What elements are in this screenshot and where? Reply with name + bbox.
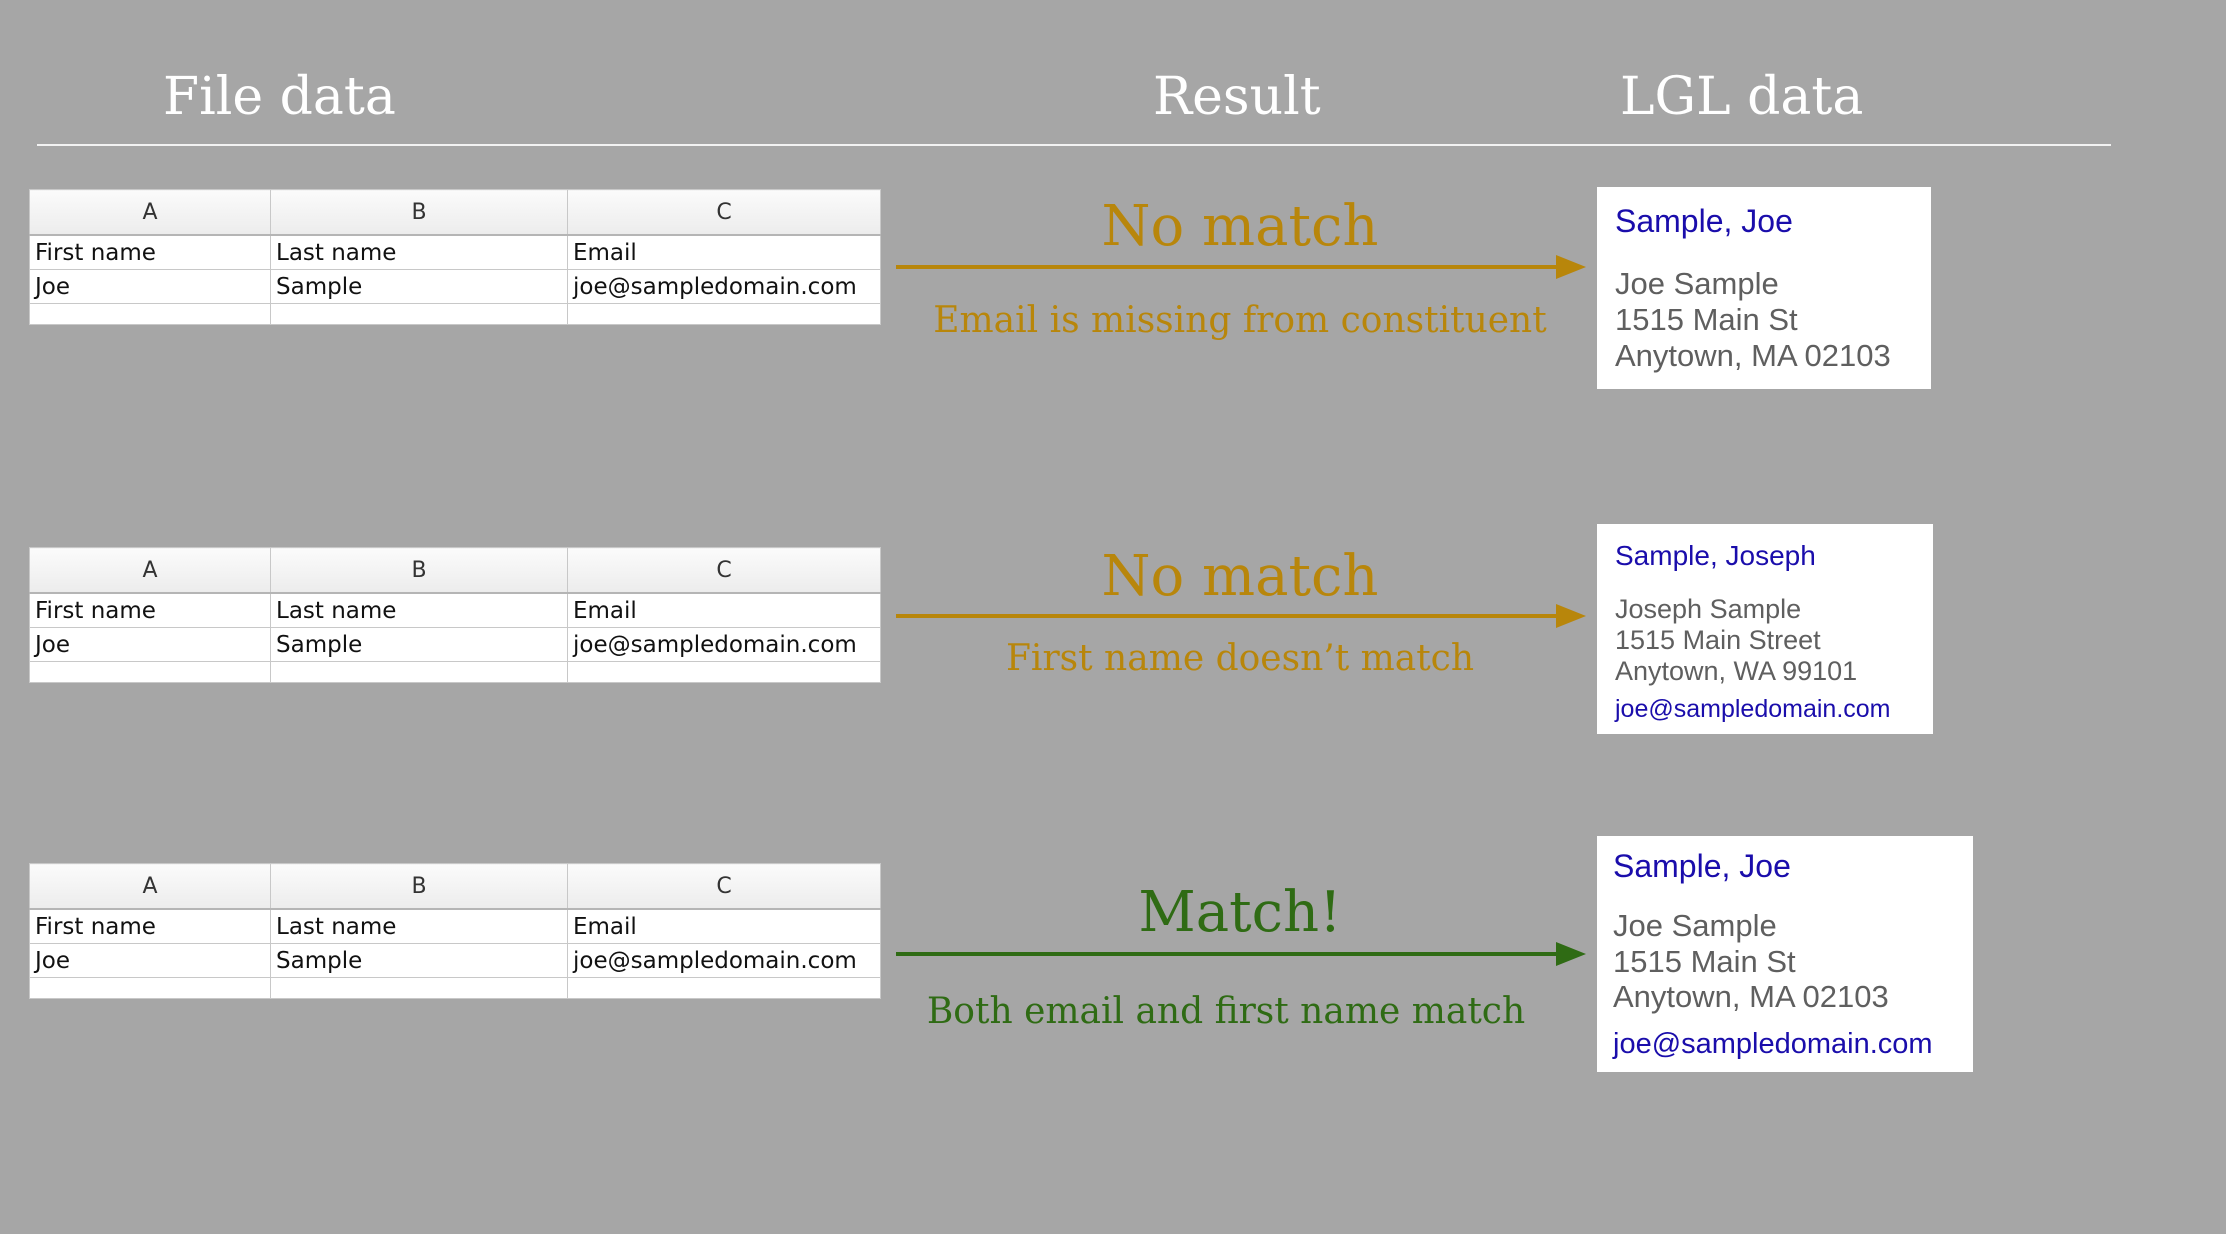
- constituent-full-name: Joseph Sample: [1615, 594, 1802, 624]
- file-data-heading: File data: [163, 67, 396, 127]
- constituent-city: Anytown, MA 02103: [1613, 979, 1889, 1014]
- constituent-full-name: Joe Sample: [1613, 908, 1777, 943]
- cell[interactable]: Sample: [270, 269, 568, 304]
- cell[interactable]: [270, 977, 568, 999]
- spreadsheet-3: A B C First name Last name Email Joe Sam…: [29, 863, 881, 999]
- table-row: Joe Sample joe@sampledomain.com: [29, 627, 881, 662]
- arrow-1: [896, 255, 1586, 279]
- column-header-b[interactable]: B: [270, 547, 568, 594]
- table-row: Joe Sample joe@sampledomain.com: [29, 269, 881, 304]
- cell[interactable]: [567, 303, 881, 325]
- result-note-1: Email is missing from constituent: [933, 300, 1547, 341]
- table-row: First name Last name Email: [29, 592, 881, 628]
- arrow-3: [896, 942, 1586, 966]
- result-title-2: No match: [1101, 544, 1379, 609]
- cell[interactable]: Last name: [270, 908, 568, 944]
- lgl-data-heading: LGL data: [1620, 67, 1864, 127]
- column-header-c[interactable]: C: [567, 189, 881, 236]
- column-header-a[interactable]: A: [29, 547, 271, 594]
- table-row-empty: [29, 661, 881, 683]
- arrow-2: [896, 604, 1586, 628]
- cell[interactable]: Joe: [29, 627, 271, 662]
- cell[interactable]: joe@sampledomain.com: [567, 627, 881, 662]
- cell[interactable]: [29, 661, 271, 683]
- cell[interactable]: [567, 977, 881, 999]
- table-row-empty: [29, 303, 881, 325]
- result-title-1: No match: [1101, 194, 1379, 259]
- column-header-row: A B C: [29, 863, 881, 910]
- cell[interactable]: [270, 303, 568, 325]
- result-title-3: Match!: [1138, 880, 1342, 945]
- cell[interactable]: Joe: [29, 269, 271, 304]
- cell[interactable]: First name: [29, 234, 271, 270]
- constituent-name-link[interactable]: Sample, Joe: [1615, 203, 1793, 239]
- cell[interactable]: [29, 977, 271, 999]
- column-header-row: A B C: [29, 189, 881, 236]
- constituent-card-2[interactable]: Sample, Joseph Joseph Sample 1515 Main S…: [1597, 524, 1933, 734]
- table-row: First name Last name Email: [29, 234, 881, 270]
- cell[interactable]: joe@sampledomain.com: [567, 269, 881, 304]
- column-header-b[interactable]: B: [270, 863, 568, 910]
- column-header-b[interactable]: B: [270, 189, 568, 236]
- constituent-card-3[interactable]: Sample, Joe Joe Sample 1515 Main St Anyt…: [1597, 836, 1973, 1072]
- constituent-street: 1515 Main St: [1613, 944, 1796, 979]
- cell[interactable]: Last name: [270, 234, 568, 270]
- cell[interactable]: [29, 303, 271, 325]
- constituent-street: 1515 Main Street: [1615, 625, 1821, 655]
- constituent-street: 1515 Main St: [1615, 302, 1798, 337]
- cell[interactable]: Email: [567, 592, 881, 628]
- cell[interactable]: First name: [29, 908, 271, 944]
- constituent-name-link[interactable]: Sample, Joseph: [1615, 540, 1816, 571]
- constituent-card-1[interactable]: Sample, Joe Joe Sample 1515 Main St Anyt…: [1597, 187, 1931, 389]
- cell[interactable]: [567, 661, 881, 683]
- column-header-row: A B C: [29, 547, 881, 594]
- result-note-2: First name doesn’t match: [1005, 638, 1475, 679]
- cell[interactable]: joe@sampledomain.com: [567, 943, 881, 978]
- constituent-full-name: Joe Sample: [1615, 266, 1779, 301]
- cell[interactable]: Joe: [29, 943, 271, 978]
- constituent-email-link[interactable]: joe@sampledomain.com: [1615, 695, 1891, 723]
- result-heading: Result: [1153, 67, 1321, 127]
- column-header-c[interactable]: C: [567, 547, 881, 594]
- table-row: Joe Sample joe@sampledomain.com: [29, 943, 881, 978]
- cell[interactable]: Sample: [270, 627, 568, 662]
- cell[interactable]: Email: [567, 908, 881, 944]
- spreadsheet-2: A B C First name Last name Email Joe Sam…: [29, 547, 881, 683]
- cell[interactable]: [270, 661, 568, 683]
- table-row: First name Last name Email: [29, 908, 881, 944]
- table-row-empty: [29, 977, 881, 999]
- column-header-c[interactable]: C: [567, 863, 881, 910]
- spreadsheet-1: A B C First name Last name Email Joe Sam…: [29, 189, 881, 325]
- constituent-city: Anytown, MA 02103: [1615, 338, 1891, 373]
- column-header-a[interactable]: A: [29, 863, 271, 910]
- constituent-email-link[interactable]: joe@sampledomain.com: [1613, 1028, 1933, 1060]
- cell[interactable]: First name: [29, 592, 271, 628]
- result-note-3: Both email and first name match: [926, 991, 1526, 1032]
- column-header-a[interactable]: A: [29, 189, 271, 236]
- header-divider: [37, 144, 2111, 146]
- constituent-name-link[interactable]: Sample, Joe: [1613, 848, 1791, 884]
- cell[interactable]: Last name: [270, 592, 568, 628]
- constituent-city: Anytown, WA 99101: [1615, 656, 1858, 686]
- cell[interactable]: Email: [567, 234, 881, 270]
- cell[interactable]: Sample: [270, 943, 568, 978]
